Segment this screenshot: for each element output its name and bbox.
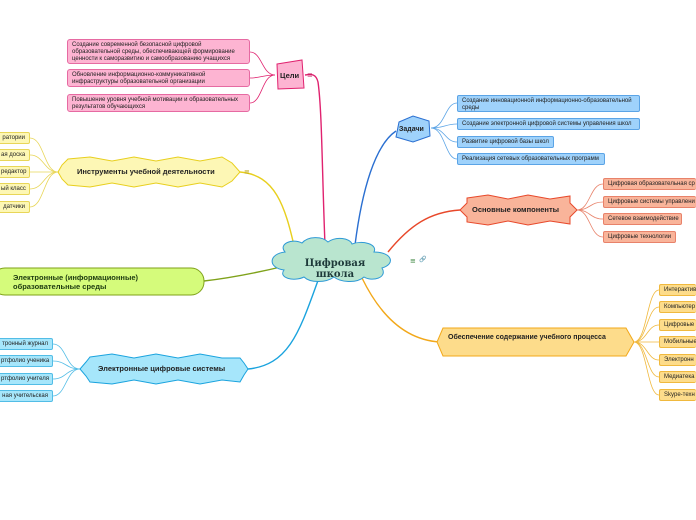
tool-item-3[interactable]: редактор bbox=[0, 166, 30, 178]
component-item-4[interactable]: Цифровые технологии bbox=[603, 231, 676, 243]
menu-icon[interactable]: ≡ bbox=[410, 257, 416, 265]
link-icon[interactable]: 🔗 bbox=[419, 256, 427, 263]
system-item-3[interactable]: ртфолио учителя bbox=[0, 373, 53, 385]
goals-menu-icon[interactable]: ≡ bbox=[307, 71, 313, 79]
branch-line-components bbox=[387, 209, 461, 253]
content-item-2[interactable]: Компьютер bbox=[659, 301, 696, 313]
content-item-7[interactable]: Skype-техн bbox=[659, 389, 696, 401]
goals-label[interactable]: Цели bbox=[280, 71, 300, 80]
system-item-2[interactable]: ртфолио ученика bbox=[0, 355, 53, 367]
content-item-4[interactable]: Мобильные bbox=[659, 336, 696, 348]
content-node-shape bbox=[436, 327, 635, 357]
components-label[interactable]: Основные компоненты bbox=[472, 205, 560, 214]
tool-item-4[interactable]: ый класс bbox=[0, 183, 30, 195]
tool-item-2[interactable]: ая доска bbox=[0, 149, 30, 161]
branch-line-env bbox=[203, 265, 286, 282]
tasks-node-shape bbox=[395, 115, 431, 143]
central-cloud-shape bbox=[271, 237, 391, 282]
env-label[interactable]: Электронные (информационные) образовател… bbox=[13, 273, 139, 291]
branch-line-systems bbox=[247, 274, 321, 370]
content-item-5[interactable]: Электронн bbox=[659, 354, 696, 366]
content-item-1[interactable]: Интерактив bbox=[659, 284, 696, 296]
goal-item-2[interactable]: Обновление информационно-коммуникативной… bbox=[67, 69, 250, 87]
tasks-label[interactable]: Задачи bbox=[399, 126, 424, 133]
tools-label[interactable]: Инструменты учебной деятельности bbox=[77, 167, 215, 176]
tools-menu-icon[interactable]: ≡ bbox=[244, 168, 250, 176]
goal-item-1[interactable]: Создание современной безопасной цифровой… bbox=[67, 39, 250, 64]
goal-item-3[interactable]: Повышение уровня учебной мотивации и обр… bbox=[67, 94, 250, 112]
branch-line-content bbox=[361, 277, 441, 343]
systems-node-shape bbox=[79, 353, 249, 385]
branch-line-tasks bbox=[354, 130, 397, 246]
component-item-1[interactable]: Цифровая образовательная ср bbox=[603, 178, 696, 190]
system-item-4[interactable]: ная учительская bbox=[0, 390, 53, 402]
task-item-2[interactable]: Создание электронной цифровой системы уп… bbox=[457, 118, 640, 130]
component-item-2[interactable]: Цифровые системы управлени bbox=[603, 196, 696, 208]
env-node-shape bbox=[0, 267, 205, 296]
content-item-6[interactable]: Медиатека bbox=[659, 371, 696, 383]
tools-node-shape bbox=[57, 156, 241, 188]
content-item-3[interactable]: Цифровые bbox=[659, 319, 696, 331]
content-label[interactable]: Обеспечение содержание учебного процесса bbox=[448, 334, 606, 341]
goals-node-shape bbox=[276, 59, 305, 90]
components-node-shape bbox=[459, 194, 578, 226]
tool-item-5[interactable]: датчики bbox=[0, 201, 30, 213]
branch-line-goals bbox=[304, 73, 326, 246]
task-item-4[interactable]: Реализация сетевых образовательных прогр… bbox=[457, 153, 605, 165]
component-item-3[interactable]: Сетевое взаимодействие bbox=[603, 213, 682, 225]
branch-line-tools bbox=[239, 171, 296, 251]
system-item-1[interactable]: тронный журнал bbox=[0, 338, 53, 350]
tool-item-1[interactable]: ратории bbox=[0, 132, 30, 144]
task-item-3[interactable]: Развитие цифровой базы школ bbox=[457, 136, 554, 148]
systems-label[interactable]: Электронные цифровые системы bbox=[98, 364, 226, 373]
central-topic[interactable]: Цифровая школа bbox=[304, 258, 366, 280]
task-item-1[interactable]: Создание инновационной информационно-обр… bbox=[457, 95, 640, 112]
